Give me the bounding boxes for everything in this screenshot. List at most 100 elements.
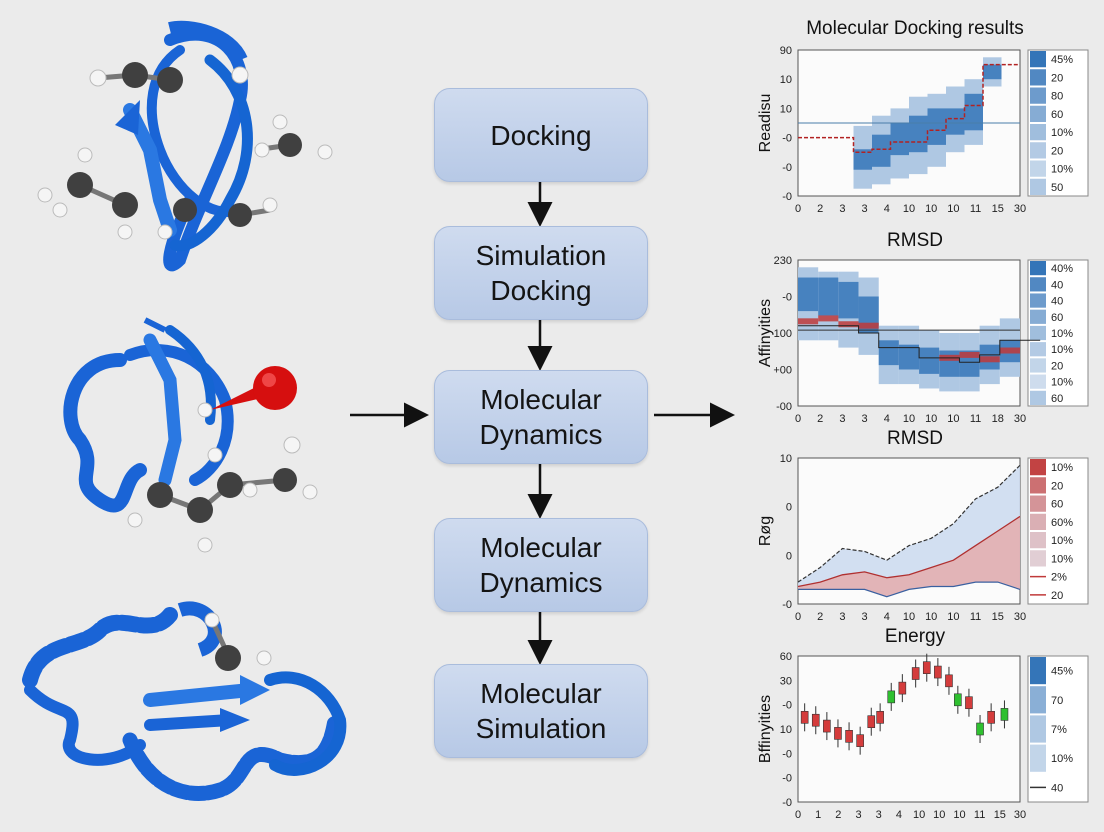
legend-label: 20 [1051, 145, 1063, 157]
red-segment [818, 315, 839, 322]
lower-line [798, 581, 1021, 598]
y-tick-label: 10 [780, 74, 792, 86]
red-segment [959, 351, 980, 358]
heat-cell-core [878, 340, 899, 366]
legend-label: 40 [1051, 782, 1063, 794]
flow-box-line: Docking [490, 275, 592, 306]
heat-cell-core [983, 64, 1002, 80]
legend-swatch [1030, 325, 1046, 341]
red-segment [858, 322, 879, 329]
x-tick-label: 15 [992, 203, 1004, 215]
red-segment [979, 356, 1000, 363]
candle-body [922, 661, 931, 674]
legend-label: 20 [1051, 360, 1063, 372]
flow-box-molecular-simulation: Molecular Simulation [434, 664, 648, 758]
x-tick-label: 10 [903, 203, 915, 215]
upper-line [797, 464, 1021, 583]
candle-body [811, 713, 820, 727]
x-tick-label: 30 [1014, 611, 1026, 623]
x-tick-label: 10 [903, 611, 915, 623]
legend-swatch [1030, 550, 1046, 567]
legend-label: 60 [1051, 499, 1063, 511]
legend-label: 50 [1051, 182, 1063, 194]
legend-label: 60 [1051, 312, 1063, 324]
y-tick-label: 30 [780, 675, 792, 687]
x-tick-label: 3 [862, 203, 868, 215]
legend-label: 80 [1051, 91, 1063, 103]
protein-structure-3 [22, 601, 347, 801]
legend-label: 20 [1051, 480, 1063, 492]
x-tick-label: 2 [817, 413, 823, 425]
flow-box-line: Molecular [480, 384, 602, 415]
y-axis-label: Readisu [757, 94, 774, 153]
plot-area [797, 655, 1021, 803]
legend-swatch [1030, 160, 1046, 177]
candle-body [834, 727, 842, 740]
candle-body [976, 722, 984, 736]
legend-swatch [1030, 142, 1046, 159]
x-tick-label: 30 [1014, 413, 1026, 425]
heat-cell-core [890, 123, 909, 156]
heat-cell-core [838, 281, 859, 319]
legend-label: 45% [1051, 666, 1073, 678]
heat-cell-core [909, 115, 928, 153]
x-tick-label: 0 [795, 413, 801, 425]
flow-box-simulation-docking: Simulation Docking [434, 226, 648, 320]
flow-box-line: Simulation [475, 713, 607, 744]
y-axis-label: Bffinyities [757, 695, 774, 763]
red-segment [838, 321, 859, 328]
legend-label: 10% [1051, 344, 1073, 356]
x-tick-label: 11 [970, 413, 981, 425]
legend-swatch [1030, 390, 1046, 405]
x-tick-label: 11 [970, 203, 981, 215]
heat-cell-core [964, 93, 983, 131]
x-tick-label: 15 [994, 809, 1006, 821]
chart-title: Energy [884, 626, 946, 647]
y-tick-label: -0 [782, 162, 792, 174]
legend-label: 7% [1051, 724, 1067, 736]
x-tick-label: 2 [817, 611, 823, 623]
candle-body [800, 711, 809, 724]
legend-label: 70 [1051, 695, 1063, 707]
y-tick-label: 10 [780, 453, 792, 465]
x-tick-label: 2 [835, 809, 841, 821]
y-tick-label: +00 [773, 365, 792, 377]
chart-title: RMSD [887, 230, 943, 251]
candle-body [954, 693, 962, 707]
candle-body [823, 719, 831, 733]
candle-body [987, 711, 995, 724]
x-tick-label: 0 [795, 809, 801, 821]
x-tick-label: 4 [884, 203, 890, 215]
flow-box-line: Molecular [480, 678, 602, 709]
legend-swatch [1030, 686, 1046, 714]
x-tick-label: 15 [992, 611, 1004, 623]
candle-body [856, 734, 864, 747]
flow-box-docking: Docking [434, 88, 648, 182]
legend-swatch [1030, 495, 1046, 512]
x-tick-label: 30 [1014, 809, 1026, 821]
red-segment [999, 347, 1020, 354]
y-tick-label: -0 [782, 292, 792, 304]
legend-swatch [1030, 459, 1046, 476]
x-tick-label: 1 [815, 809, 821, 821]
x-tick-label: 10 [947, 203, 959, 215]
legend-swatch [1030, 744, 1046, 772]
y-tick-label: 0 [786, 550, 792, 562]
x-tick-label: 0 [795, 611, 801, 623]
heat-cell-core [946, 108, 965, 135]
y-tick-label: -0 [782, 599, 792, 611]
molecule-panel [22, 20, 347, 801]
x-tick-label: 18 [992, 413, 1004, 425]
x-tick-label: 3 [862, 413, 868, 425]
y-tick-label: -0 [782, 133, 792, 145]
flow-box-line: Simulation [475, 240, 607, 271]
legend-swatch [1030, 513, 1046, 530]
flow-box-line: Dynamics [479, 567, 603, 598]
y-tick-label: 10 [780, 103, 792, 115]
legend-label: 20 [1051, 590, 1063, 602]
legend-label: 10% [1051, 462, 1073, 474]
x-tick-label: 4 [884, 413, 890, 425]
